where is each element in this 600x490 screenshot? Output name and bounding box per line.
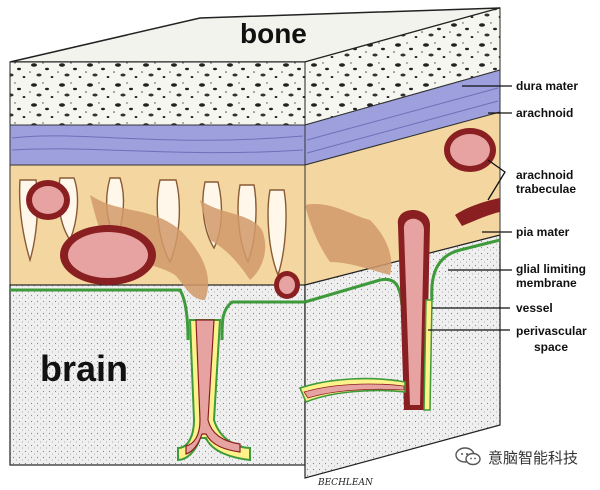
arachnoid-trabeculae-label-line2: trabeculae (516, 182, 577, 196)
dura-mater-label: dura mater (516, 79, 579, 93)
watermark: 意脑智能科技 (454, 446, 578, 468)
wechat-icon (455, 447, 481, 466)
vessel-large-left (60, 225, 156, 285)
penetrating-vessel-front (177, 319, 251, 462)
bone-label: bone (240, 18, 307, 49)
glial-limiting-membrane-label-line2: membrane (516, 276, 577, 290)
vessel-small-left (26, 180, 70, 220)
dura-front-layer (9, 124, 306, 166)
perivascular-space-label-line2: space (534, 340, 569, 354)
pia-mater-label: pia mater (516, 225, 570, 239)
artist-signature: BECHLEAN (318, 478, 373, 488)
vessel-small-mid (274, 271, 300, 299)
arachnoid-label: arachnoid (516, 106, 574, 120)
brain-label: brain (40, 348, 129, 389)
perivascular-space-label-line1: perivascular (516, 324, 587, 338)
bone-front-layer (9, 61, 306, 126)
vessel-right-lateral (455, 198, 500, 226)
brain-front-block (9, 284, 306, 466)
arachnoid-trabeculae-label-line1: arachnoid (516, 168, 574, 182)
pia-mater-front (10, 288, 305, 341)
vessel-label: vessel (516, 301, 553, 315)
label-leader-lines (428, 85, 512, 331)
vessel-right-upper (444, 128, 496, 172)
watermark-text: 意脑智能科技 (488, 448, 579, 467)
penetrating-vessel-right (298, 210, 433, 411)
glial-limiting-membrane-label-line1: glial limiting (516, 262, 587, 276)
